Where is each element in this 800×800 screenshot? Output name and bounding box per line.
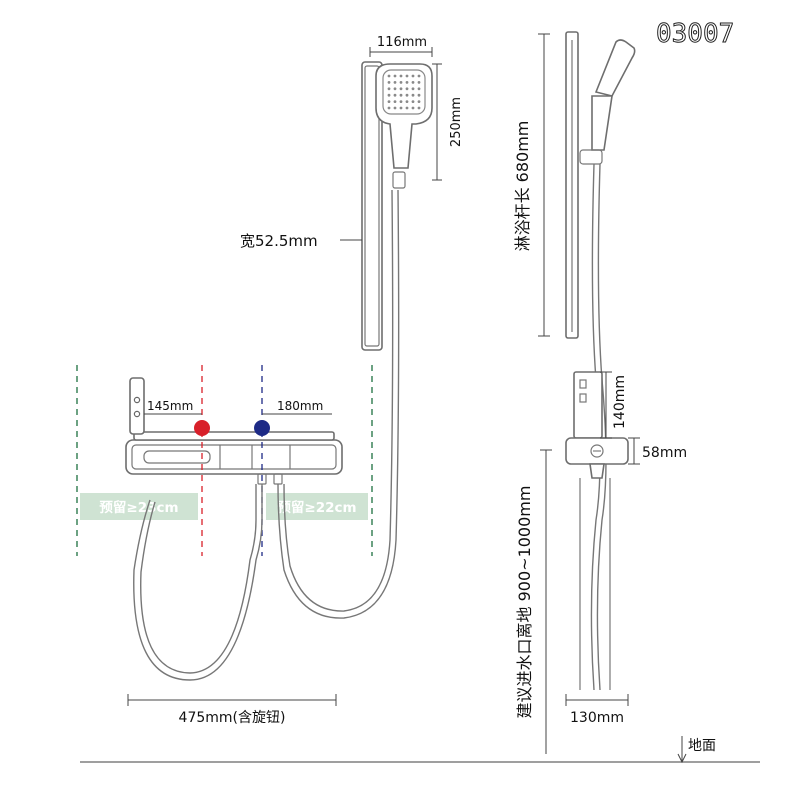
side-hand-shower: [579, 39, 636, 165]
nozzle: [417, 87, 421, 91]
total-width-label: 475mm(含旋钮): [179, 710, 286, 726]
nozzle: [411, 100, 415, 103]
nozzle: [393, 87, 397, 91]
nozzle: [417, 81, 421, 84]
nozzle: [399, 81, 403, 84]
nozzle: [399, 100, 403, 103]
bar-length-label: 淋浴杆长 680mm: [513, 121, 532, 252]
reserve-left-label: 预留≥23cm: [99, 499, 178, 516]
nozzle: [411, 81, 415, 84]
shower-bar-inner: [364, 65, 380, 347]
nozzle-grid: [387, 74, 421, 110]
right-spacing-label: 180mm: [277, 399, 323, 413]
nozzle: [417, 93, 421, 97]
nozzle: [393, 81, 397, 84]
bracket-height-label: 140mm: [612, 375, 628, 429]
hose-left: [133, 484, 263, 681]
nozzle: [387, 87, 391, 91]
reserve-right-label: 预留≥22cm: [277, 499, 356, 516]
nozzle: [387, 74, 391, 78]
nozzle: [387, 81, 391, 84]
nozzle: [393, 100, 397, 103]
hose-right: [277, 189, 400, 619]
nozzle: [405, 93, 409, 97]
cold-water-inlet: [254, 420, 270, 436]
inlet-height-label: 建议进水口离地 900~1000mm: [515, 486, 534, 719]
nozzle: [411, 93, 415, 97]
nozzle: [405, 87, 409, 91]
thermostatic-mixer: [125, 377, 343, 485]
nozzle: [387, 93, 391, 97]
product-code: 03007: [656, 19, 734, 49]
hose-left-inner: [140, 484, 257, 674]
hand-shower: [375, 63, 433, 189]
nozzle: [411, 87, 415, 91]
nozzle: [399, 74, 403, 78]
nozzle: [405, 100, 409, 103]
nozzle: [417, 74, 421, 78]
head-height-label: 250mm: [449, 97, 464, 147]
nozzle: [399, 87, 403, 91]
ground-label: 地面: [688, 738, 716, 754]
nozzle: [417, 106, 421, 110]
head-width-label: 116mm: [377, 35, 427, 50]
nozzle: [405, 106, 409, 110]
holder-height-label: 58mm: [642, 445, 687, 461]
nozzle: [399, 106, 403, 110]
reserve-right-bg: [266, 493, 368, 520]
nozzle: [393, 74, 397, 78]
shower-bar: [361, 61, 383, 351]
left-spacing-label: 145mm: [147, 399, 193, 413]
reserve-left-bg: [80, 493, 198, 520]
nozzle: [411, 106, 415, 110]
nozzle: [405, 74, 409, 78]
bar-width-label: 宽52.5mm: [240, 232, 318, 250]
nozzle: [393, 93, 397, 97]
hose-right-inner: [283, 189, 394, 612]
nozzle: [405, 81, 409, 84]
side-mixer-knob: [565, 437, 629, 479]
hot-water-inlet: [194, 420, 210, 436]
base-width-label: 130mm: [570, 710, 624, 726]
nozzle: [399, 93, 403, 97]
mixer-side-body: [573, 371, 603, 439]
nozzle: [417, 100, 421, 103]
nozzle: [393, 106, 397, 110]
nozzle: [387, 106, 391, 110]
nozzle: [387, 100, 391, 103]
nozzle: [411, 74, 415, 78]
